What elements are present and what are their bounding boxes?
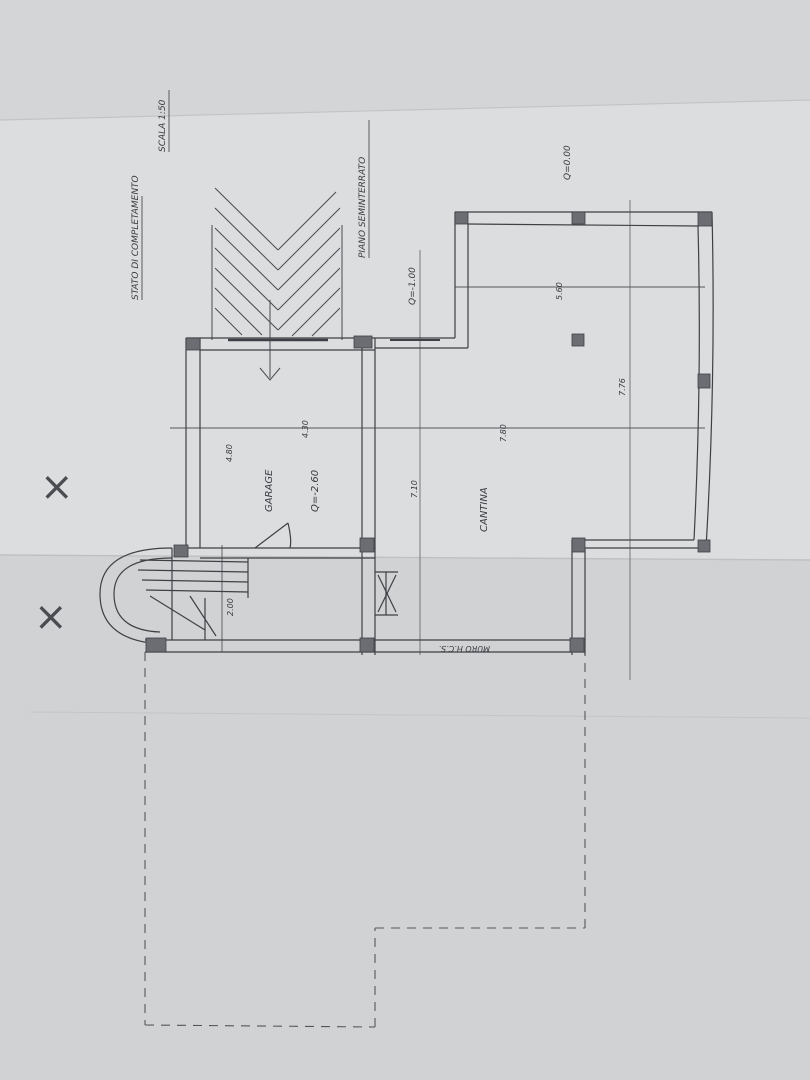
dimension-right-length: 7.76 — [618, 378, 627, 396]
title-floor: PIANO SEMINTERRATO — [358, 157, 368, 258]
entry-ramp-hatching — [211, 187, 343, 381]
pillar — [185, 337, 201, 351]
pillar — [697, 373, 711, 389]
dimension-garage-span: 4.30 — [301, 420, 310, 438]
note-retaining-wall: MURO H.C.S. — [439, 644, 490, 653]
dashed-footprint — [144, 652, 586, 1028]
pillar — [359, 537, 375, 553]
level-top: Q=0.00 — [563, 145, 573, 180]
level-entry: Q=-1.00 — [408, 267, 418, 305]
pillar — [571, 333, 585, 347]
pillar — [571, 537, 586, 553]
pillar — [454, 211, 469, 225]
paper-crease — [29, 711, 810, 719]
pillar — [571, 211, 586, 225]
dimension-garage-width: 4.80 — [225, 444, 234, 462]
pillar — [359, 637, 375, 653]
pillar — [697, 539, 711, 553]
pencil-mark-lower: × — [34, 594, 68, 640]
pencil-mark-upper: × — [40, 464, 74, 510]
dimension-stair-width: 2.00 — [226, 598, 235, 616]
dimension-middle-span: 7.10 — [410, 480, 419, 498]
pillar — [697, 211, 713, 227]
pillar — [173, 544, 189, 558]
room-label-garage: GARAGE — [264, 469, 275, 512]
paper-fold-top — [0, 99, 810, 121]
dimension-top-width: 5.60 — [555, 282, 564, 300]
pillar — [353, 335, 373, 349]
paper-fold-middle — [0, 554, 810, 561]
title-scale: SCALA 1:50 — [158, 99, 168, 152]
title-main: STATO DI COMPLETAMENTO — [131, 175, 141, 300]
dimension-total-length: 7.80 — [499, 424, 508, 442]
pillar — [569, 637, 585, 653]
level-garage: Q=-2.60 — [310, 470, 321, 512]
room-label-cantina: CANTINA — [479, 487, 490, 532]
pillar — [145, 637, 167, 653]
pillars — [145, 211, 713, 653]
